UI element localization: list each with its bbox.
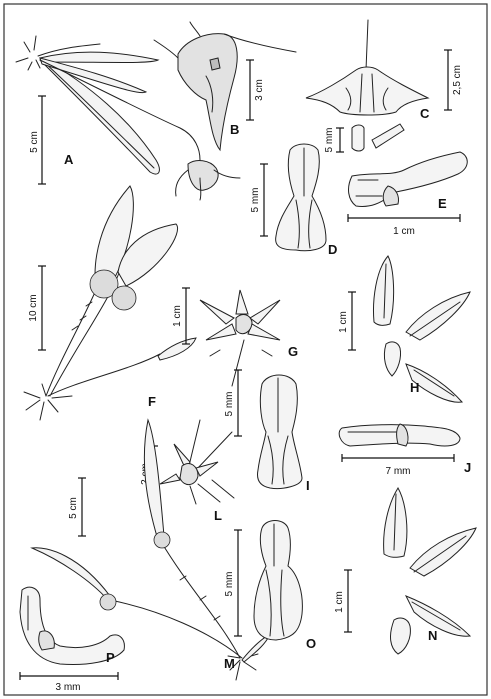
scale-label-n: 1 cm <box>334 591 345 613</box>
figure-label-d: D <box>328 242 337 257</box>
scale-label-g: 1 cm <box>172 305 183 327</box>
figure-d-lip-drawing <box>275 143 327 252</box>
figure-f-plant-drawing <box>23 185 197 421</box>
figure-label-m: L <box>214 508 222 523</box>
figure-c-sepals-drawing <box>305 19 430 116</box>
figure-label-o: O <box>306 636 316 651</box>
figure-label-g: G <box>288 344 298 359</box>
scale-label-l: 5 cm <box>68 497 79 519</box>
figure-m-flower-drawing <box>159 419 235 505</box>
scale-label-o: 5 mm <box>224 572 235 597</box>
scale-label-i: 5 mm <box>224 392 235 417</box>
figure-g-inflorescence-drawing <box>199 289 281 387</box>
scale-label-h: 1 cm <box>338 311 349 333</box>
scale-label-e: 1 cm <box>393 226 415 237</box>
figure-j-column-drawing <box>338 423 461 447</box>
figure-label-c: C <box>420 106 430 121</box>
plate-border <box>3 3 488 696</box>
figure-label-l: M <box>224 656 235 671</box>
figure-l-plant-drawing <box>30 418 272 681</box>
scale-label-p: 3 mm <box>56 682 81 693</box>
scale-label-f: 10 cm <box>28 294 39 321</box>
figure-label-j: J <box>464 460 471 475</box>
figure-n-perianth-drawing <box>383 487 477 655</box>
figure-i-lip-drawing <box>257 374 303 489</box>
scale-label-e-small: 5 mm <box>324 128 335 153</box>
figure-label-n: N <box>428 628 437 643</box>
scale-label-c: 2,5 cm <box>452 65 463 95</box>
figure-label-b: B <box>230 122 239 137</box>
figure-e-petals-drawing <box>351 123 405 152</box>
figure-a-plant-drawing <box>15 35 241 201</box>
figure-e-column-drawing <box>348 151 468 207</box>
scale-label-b: 3 cm <box>254 79 265 101</box>
figure-label-a: A <box>64 152 74 167</box>
scale-label-a: 5 cm <box>29 131 40 153</box>
figure-p-column-drawing <box>19 586 125 665</box>
scale-label-d: 5 mm <box>250 188 261 213</box>
figure-o-lip-drawing <box>253 520 303 641</box>
figure-label-e: E <box>438 196 447 211</box>
figure-label-h: H <box>410 380 419 395</box>
scale-label-j: 7 mm <box>386 466 411 477</box>
figure-b-flower-drawing <box>153 21 297 152</box>
figure-label-i: I <box>306 478 310 493</box>
figure-label-p: P <box>106 650 115 665</box>
figure-h-perianth-drawing <box>373 255 471 403</box>
figure-label-f: F <box>148 394 156 409</box>
